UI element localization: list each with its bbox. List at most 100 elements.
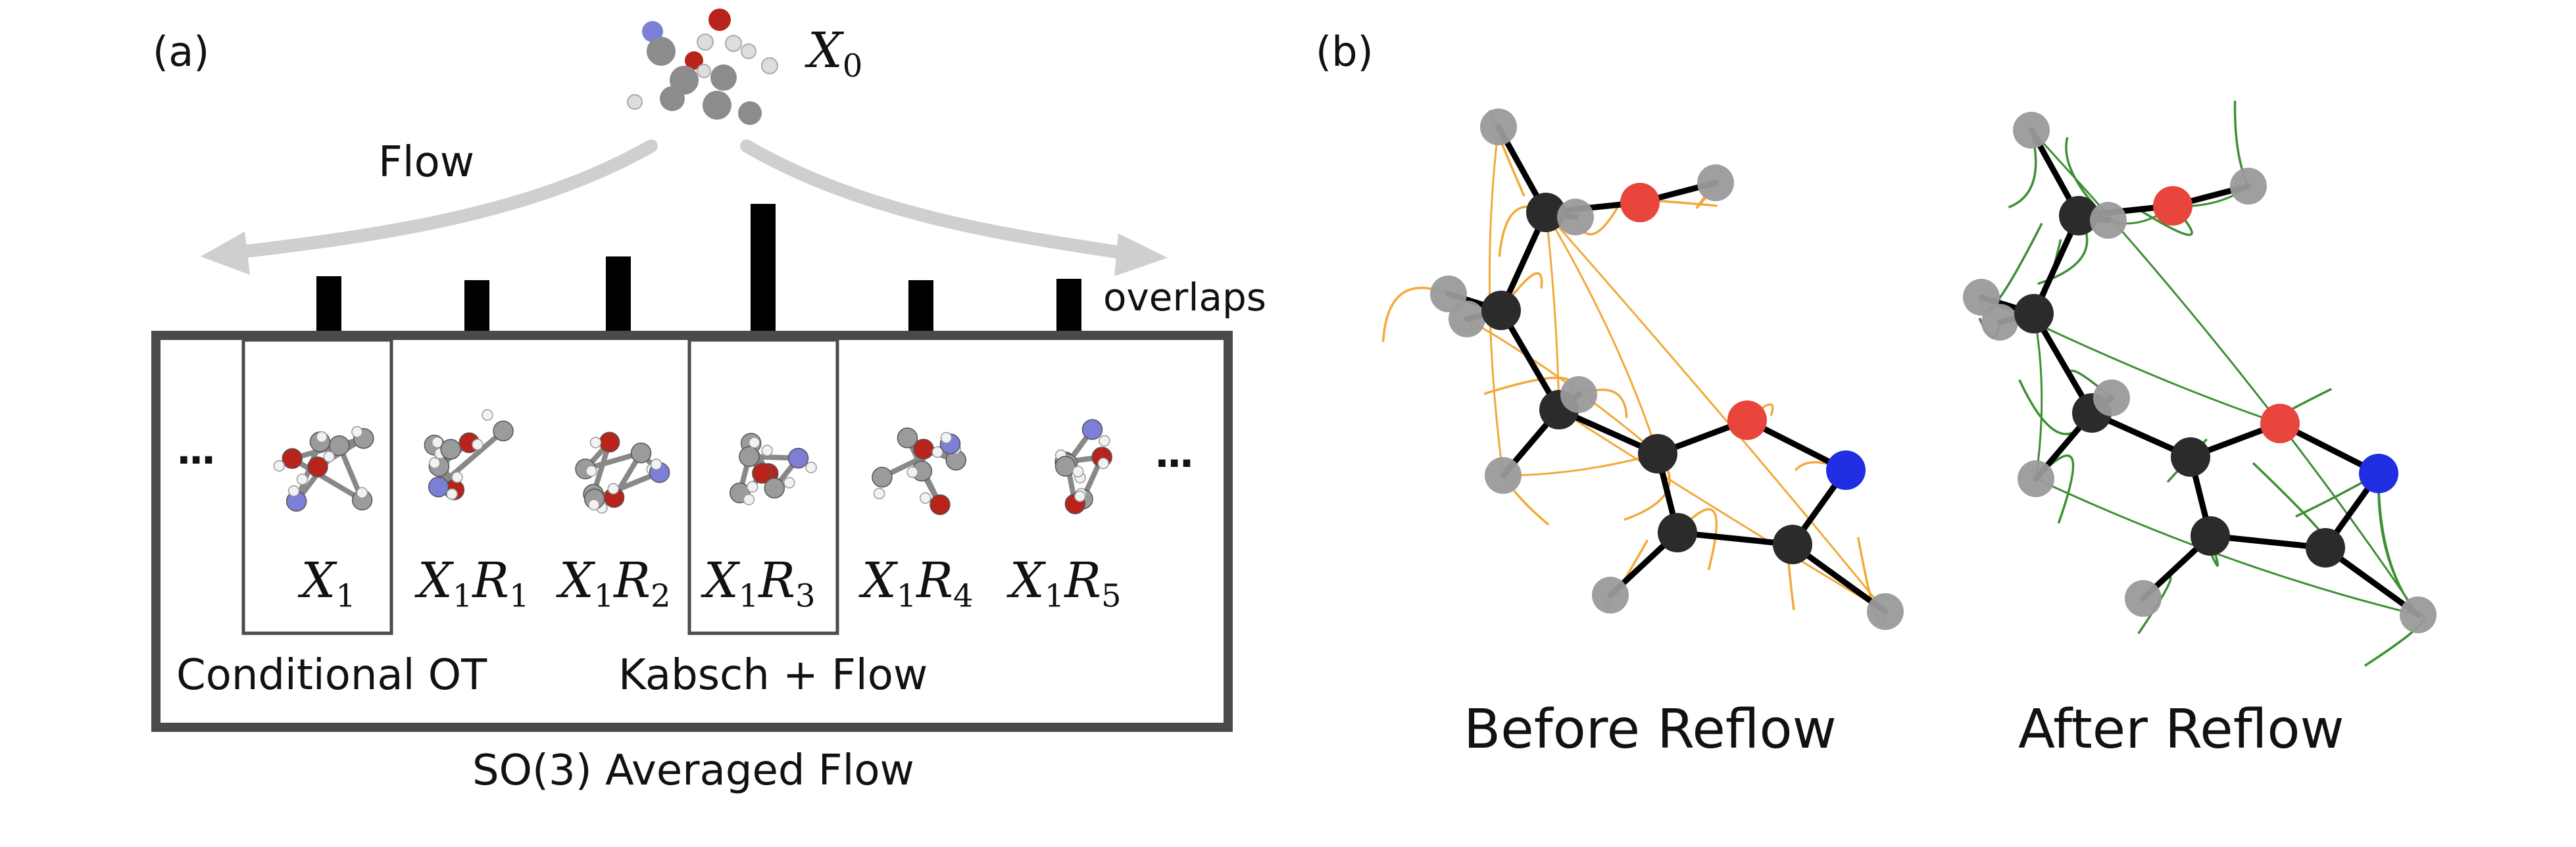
candidate-label-base: X [704, 552, 739, 609]
atom-h [1981, 304, 2018, 341]
atom-c [1481, 291, 1521, 330]
trajectory [1558, 408, 1886, 613]
conditional-ot-box [241, 338, 393, 635]
panel-b-label: (b) [1316, 28, 1374, 76]
candidate-label: X1R4 [862, 552, 974, 614]
atom [307, 456, 328, 477]
atom-c [1773, 525, 1812, 564]
candidate-label: X1R3 [704, 552, 816, 614]
hydrogen-atom [472, 439, 483, 450]
x0-molecule [627, 9, 778, 125]
overlap-bars [316, 204, 1081, 335]
ellipsis-right: ... [1154, 431, 1194, 477]
atom-c [1658, 513, 1697, 552]
hydrogen-atom [588, 498, 600, 511]
candidate-label-sub: 1 [593, 577, 614, 615]
atom-o [1620, 183, 1660, 222]
hydrogen-atom [429, 457, 441, 469]
atom-h [1485, 457, 1522, 494]
hydrogen-atom [607, 483, 620, 495]
hydrogen-atom [783, 477, 795, 489]
hydrogen-atom [919, 492, 931, 504]
atom-h [2400, 596, 2437, 633]
overlap-bar [908, 280, 933, 335]
hydrogen-atom [1097, 457, 1110, 470]
candidate-label-rsub: 1 [509, 577, 530, 615]
candidate-label-base: X [559, 552, 594, 609]
flow-arrowhead-left [201, 231, 250, 275]
atom [872, 466, 893, 488]
overlap-bar [464, 280, 489, 335]
candidate-label-rbase: R [916, 552, 954, 609]
atom-h [1592, 577, 1629, 614]
overlap-bar [1056, 279, 1081, 335]
candidate-label-rsub: 4 [953, 577, 974, 615]
hydrogen-atom [585, 465, 597, 477]
trajectory [2033, 313, 2043, 479]
atom [493, 420, 514, 442]
hydrogen-atom [940, 431, 953, 444]
hydrogen-atom [273, 460, 285, 472]
atom-o [1727, 400, 1767, 440]
candidate-label-base: X [418, 552, 453, 609]
atom [630, 442, 652, 464]
candidate-label-rbase: R [758, 552, 796, 609]
flow-label: Flow [378, 138, 475, 187]
flow-arrow-left [224, 139, 658, 260]
candidate-label-base: X [301, 552, 336, 609]
atom-c [2171, 437, 2210, 477]
atom-h [2230, 168, 2267, 205]
bond [293, 441, 323, 502]
bond [291, 456, 364, 502]
hydrogen-atom [747, 481, 758, 493]
atom-c [2306, 528, 2345, 568]
kabsch-flow-label: Kabsch + Flow [618, 651, 928, 700]
candidate-label-rbase: R [1064, 552, 1102, 609]
overlaps-label: overlaps [1103, 275, 1267, 320]
trajectory [1545, 212, 1887, 612]
atom-n [2359, 454, 2398, 493]
atom-h [1557, 199, 1594, 235]
atom-n [1826, 450, 1866, 490]
atom-c [2191, 516, 2230, 556]
hydrogen-atom [451, 471, 463, 483]
hydrogen-atom [1074, 490, 1086, 502]
overlap-bar [316, 276, 341, 335]
candidate-label-sub: 1 [896, 577, 917, 615]
candidate-molecules [273, 409, 1112, 516]
atom-h [1480, 109, 1517, 145]
atom-h [1449, 301, 1485, 337]
hydrogen-atom [296, 473, 309, 485]
hydrogen-atom [287, 485, 300, 497]
hydrogen-atom [805, 462, 817, 473]
hydrogen-atom [743, 493, 755, 506]
atom-c [2014, 294, 2054, 333]
atom-h [2125, 580, 2162, 617]
trajectory [2035, 477, 2419, 616]
hydrogen-atom [323, 450, 335, 463]
so3-averaged-flow-label: SO(3) Averaged Flow [472, 746, 914, 795]
bond [437, 429, 505, 489]
atom-h [1560, 376, 1597, 413]
atom-h [1697, 164, 1734, 201]
candidate-label: X1R5 [1010, 552, 1122, 614]
hydrogen-atom [873, 487, 885, 500]
overlap-bar [751, 204, 776, 335]
conditional-ot-label: Conditional OT [176, 651, 487, 700]
ellipsis-left: ... [176, 427, 216, 473]
candidate-label: X1R1 [418, 552, 530, 614]
before-reflow-label: Before Reflow [1464, 698, 1837, 761]
atom-h [1867, 593, 1904, 630]
atom-h [2090, 202, 2127, 239]
hydrogen-atom [931, 446, 943, 458]
trajectory [1545, 212, 1659, 454]
atom [1054, 456, 1076, 477]
hydrogen-atom [446, 488, 458, 500]
trajectory [2030, 129, 2419, 616]
candidate-label-rbase: R [614, 552, 651, 609]
hydrogen-atom [761, 445, 773, 456]
atom [440, 439, 461, 460]
flow-arrow-right [740, 139, 1131, 260]
